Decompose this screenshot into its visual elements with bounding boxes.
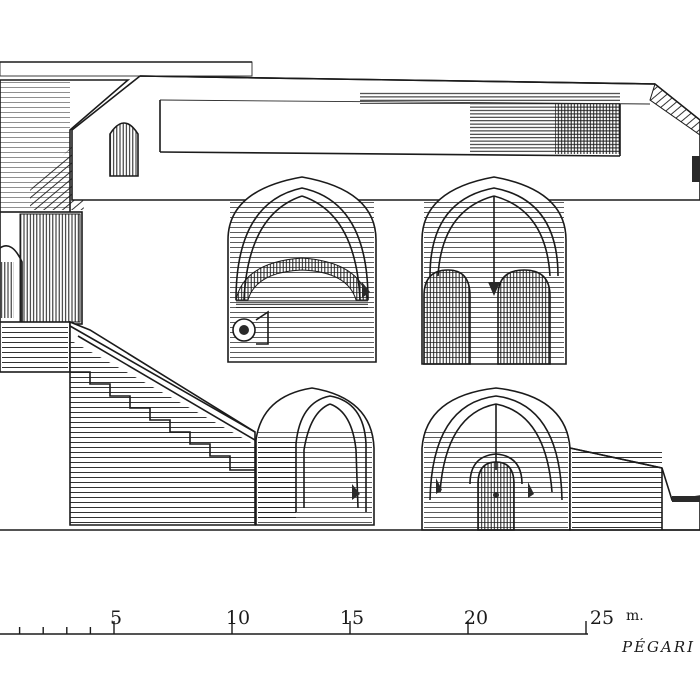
scale-label-5: 5 [110, 607, 122, 629]
vault-bay-upper-left [227, 176, 377, 363]
staircase [69, 320, 256, 526]
scale-unit: m. [626, 608, 644, 624]
vault-bay-lower-left [255, 387, 375, 526]
vault-bay-lower-right [421, 387, 571, 531]
left-wing [0, 61, 253, 373]
scale-ticks [18, 621, 587, 634]
artist-signature: PÉGARI [621, 638, 695, 656]
vault-bay-upper-right [421, 176, 567, 365]
main-hall [71, 75, 700, 201]
scale-label-20: 20 [464, 607, 488, 629]
scale-label-15: 15 [340, 607, 364, 629]
arched-window [109, 122, 139, 177]
scale-label-10: 10 [226, 607, 250, 629]
right-annex [569, 447, 700, 531]
scale-label-25: 25 [590, 607, 614, 629]
scale-bar: 5 10 15 20 25 m. [0, 607, 644, 635]
